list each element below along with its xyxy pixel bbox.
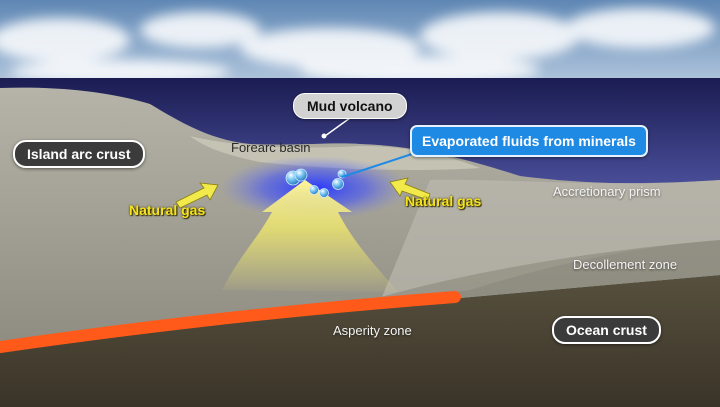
forearc-basin-label: Forearc basin [231, 140, 311, 155]
asperity-zone-line [0, 291, 461, 353]
asperity-zone-label: Asperity zone [333, 323, 412, 338]
accretionary-prism-label: Accretionary prism [553, 184, 661, 199]
natural-gas-left-arrow [175, 182, 219, 209]
island-arc-crust-label: Island arc crust [13, 140, 145, 168]
ocean-crust-layer [0, 275, 720, 407]
mud-volcano-leader [324, 117, 351, 137]
fluid-bubbles [285, 168, 347, 198]
fluids-leader [341, 151, 419, 178]
natural-gas-left-label: Natural gas [129, 202, 206, 218]
decollement-zone-label: Decollement zone [573, 257, 678, 272]
evaporated-fluids-label: Evaporated fluids from minerals [410, 125, 648, 157]
clouds [0, 8, 715, 84]
mud-volcano-point [321, 133, 327, 139]
natural-gas-main-arrow [222, 180, 398, 292]
accretionary-prism-layer [380, 179, 720, 302]
mud-volcano-label: Mud volcano [293, 93, 407, 119]
natural-gas-right-arrow [389, 177, 431, 201]
natural-gas-right-label: Natural gas [405, 193, 482, 209]
ocean-crust-label: Ocean crust [552, 316, 661, 344]
decollement-band [360, 240, 720, 303]
